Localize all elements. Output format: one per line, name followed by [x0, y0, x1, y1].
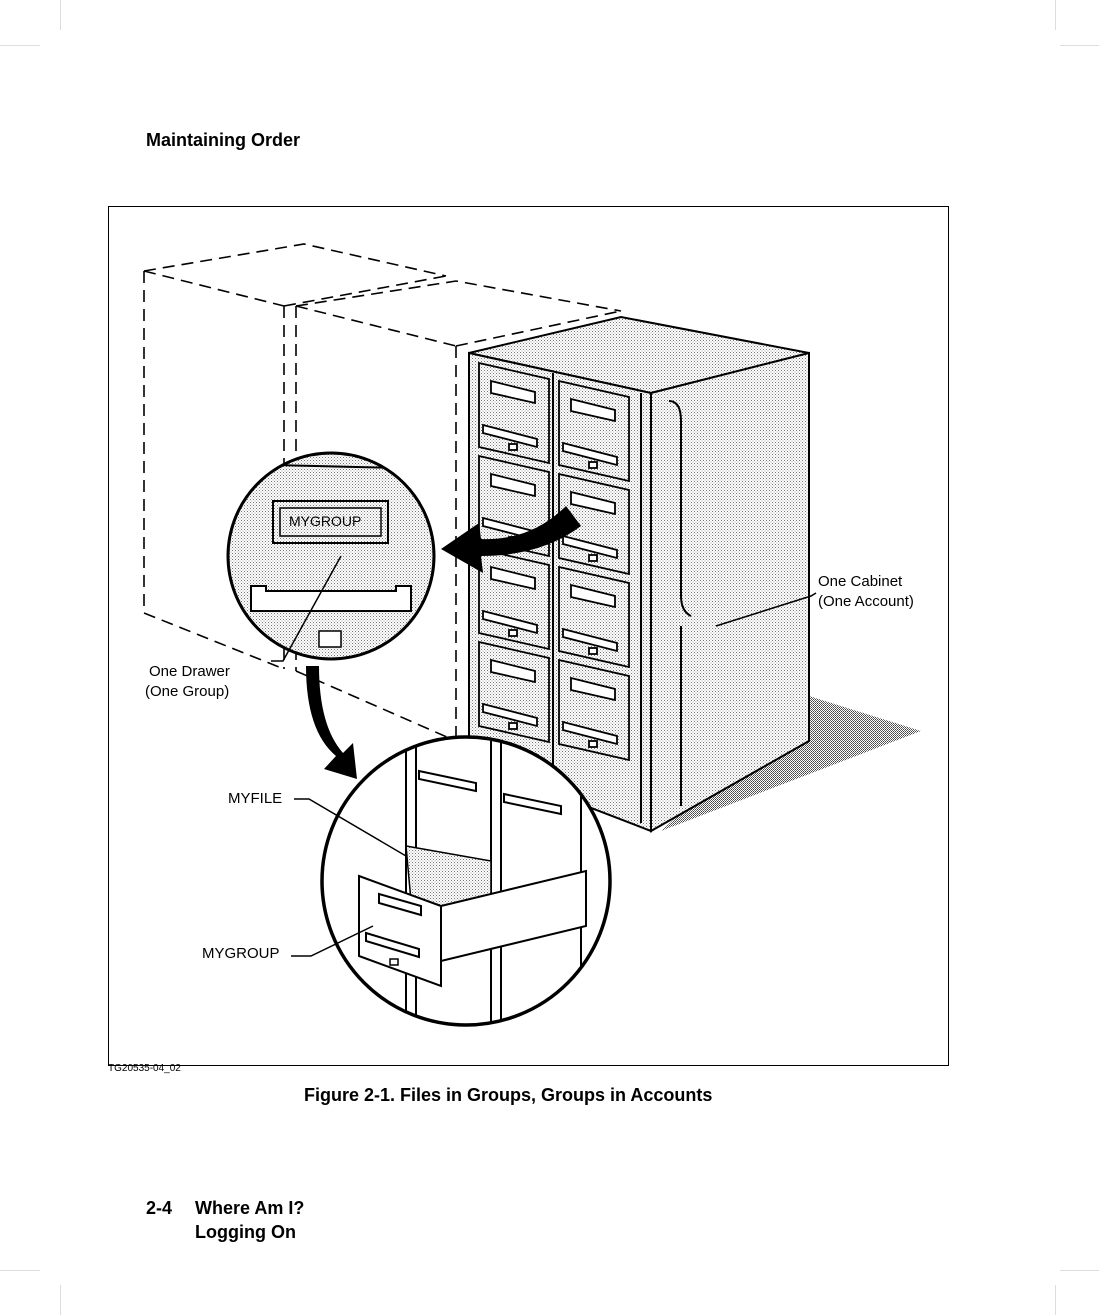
running-header: Maintaining Order: [146, 130, 301, 150]
cabinet-drawers: [478, 361, 630, 761]
crop-mark: [60, 1285, 61, 1315]
crop-mark: [1055, 0, 1056, 30]
figure-caption: Figure 2-1. Files in Groups, Groups in A…: [304, 1085, 713, 1105]
page-number: 2-4: [146, 1198, 173, 1218]
arrow-icon: [306, 666, 357, 779]
chapter-title: Where Am I?: [195, 1198, 305, 1218]
crop-mark: [1060, 1270, 1099, 1271]
cabinet-callout-line1: One Cabinet: [818, 573, 903, 590]
crop-mark: [0, 1270, 40, 1271]
open-drawer-magnifier: [322, 737, 610, 1025]
crop-mark: [60, 0, 61, 30]
cabinet-callout-line2: (One Account): [818, 593, 914, 610]
drawer-label: MYGROUP: [289, 513, 362, 529]
drawer-magnifier: [228, 453, 434, 659]
figure-illustration: MYGROUP One Cabinet (One Account) One Dr…: [108, 206, 949, 1066]
drawer-callout-line1: One Drawer: [149, 663, 230, 680]
crop-mark: [0, 45, 40, 46]
cabinet-shadow: [661, 696, 921, 831]
section-title: Logging On: [195, 1222, 296, 1242]
filing-cabinet-illustration: [143, 243, 921, 1027]
figure-id-code: TG20535-04_02: [108, 1063, 181, 1074]
group-callout: MYGROUP: [202, 945, 280, 962]
drawer-callout-line2: (One Group): [145, 683, 230, 700]
page-footer: 2-4 Where Am I? Logging On: [146, 1196, 304, 1244]
arrow-icon: [441, 506, 581, 573]
crop-mark: [1055, 1285, 1056, 1315]
crop-mark: [1060, 45, 1099, 46]
file-callout: MYFILE: [228, 790, 283, 807]
